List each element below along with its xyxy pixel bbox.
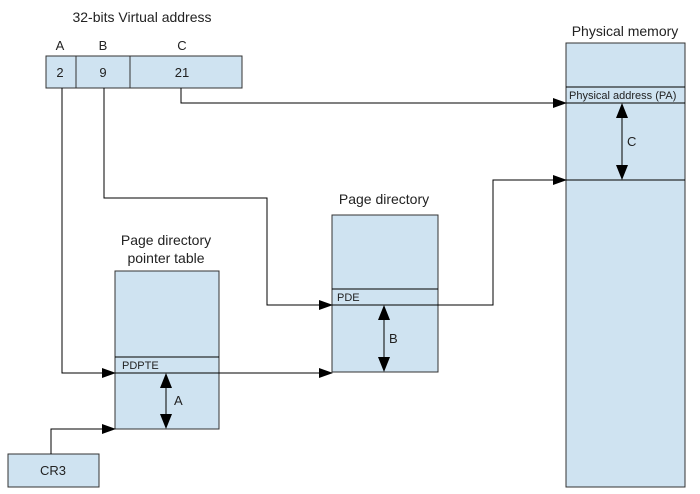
field-a-to-pdpte-arrow bbox=[61, 88, 116, 378]
field-a-box bbox=[45, 55, 77, 89]
pde-to-physical-page-arrow bbox=[438, 175, 567, 306]
pdpte-label: PDPTE bbox=[122, 360, 159, 372]
pdpt-offset-arrow-up bbox=[160, 373, 172, 388]
cr3-register bbox=[7, 453, 100, 488]
pdpt-table bbox=[114, 270, 220, 430]
pd-offset-label: B bbox=[389, 331, 398, 346]
pde-label: PDE bbox=[337, 292, 360, 304]
pdpt-offset-arrow-down bbox=[160, 414, 172, 429]
pd-offset-arrow-up bbox=[378, 305, 390, 320]
cr3-label: CR3 bbox=[40, 463, 66, 478]
physical-address-label: Physical address (PA) bbox=[569, 90, 676, 102]
field-b-letter: B bbox=[99, 38, 108, 53]
field-a-value: 2 bbox=[56, 65, 63, 80]
field-b-box bbox=[75, 55, 131, 89]
pm-offset-label: C bbox=[627, 134, 636, 149]
pdpt-offset-label: A bbox=[174, 393, 183, 408]
pd-offset-arrow-down bbox=[378, 357, 390, 372]
pdpt-title-line2: pointer table bbox=[127, 250, 204, 266]
field-b-to-pde-arrow bbox=[103, 88, 333, 310]
pdpt-title-line1: Page directory bbox=[121, 232, 211, 248]
pm-offset-arrow-up bbox=[616, 103, 628, 118]
cr3-to-pdpt-arrow bbox=[50, 424, 116, 454]
field-a-letter: A bbox=[56, 38, 65, 53]
physical-memory-block bbox=[565, 42, 686, 488]
field-c-letter: C bbox=[177, 38, 186, 53]
pm-offset-arrow-down bbox=[616, 165, 628, 180]
page-directory-title: Page directory bbox=[339, 191, 429, 207]
page-directory-table bbox=[331, 214, 439, 373]
field-c-to-pa-arrow bbox=[180, 88, 567, 108]
field-c-value: 21 bbox=[175, 65, 189, 80]
field-b-value: 9 bbox=[99, 65, 106, 80]
virtual-address-title: 32-bits Virtual address bbox=[72, 9, 211, 25]
physical-memory-title: Physical memory bbox=[572, 23, 679, 39]
field-c-box bbox=[129, 55, 243, 89]
